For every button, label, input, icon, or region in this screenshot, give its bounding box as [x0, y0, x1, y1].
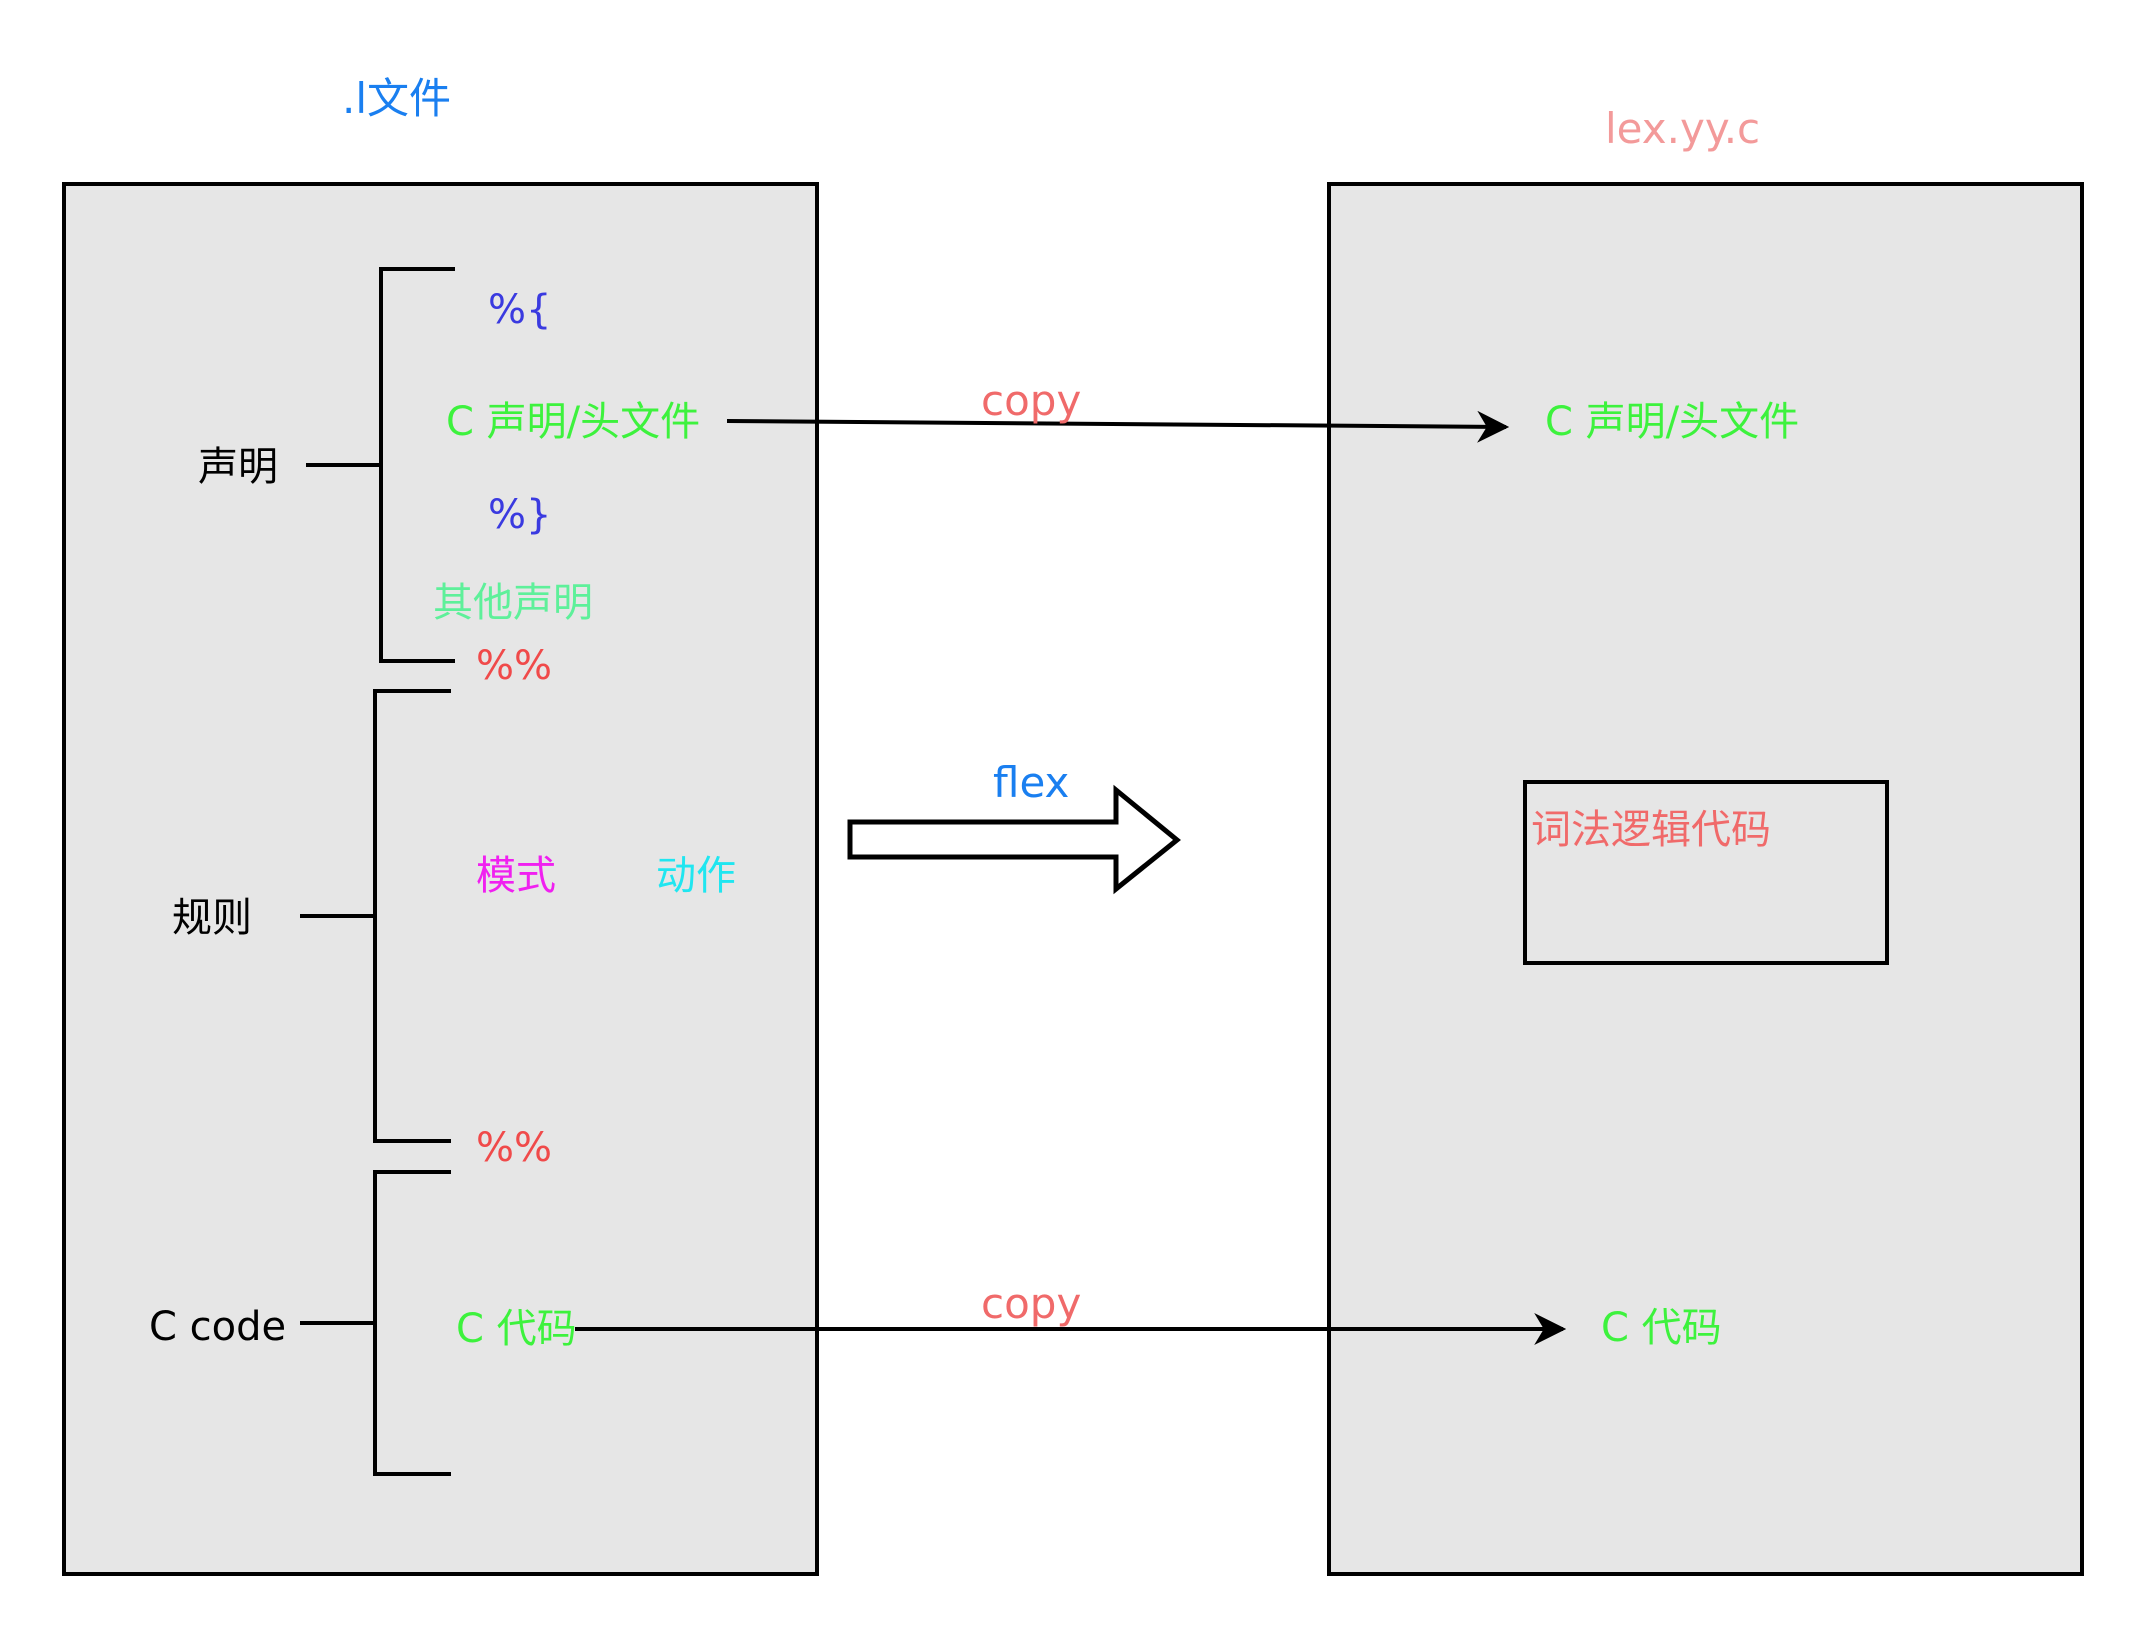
rules-bracket — [300, 689, 451, 1143]
copy-arrow-top — [726, 410, 1510, 443]
source-c-code-label: C 代码 — [456, 1306, 577, 1352]
source-file-title: .l文件 — [342, 74, 452, 123]
copy-bottom-label: copy — [981, 1279, 1082, 1328]
flex-label: flex — [993, 758, 1070, 807]
copy-top-label: copy — [981, 376, 1082, 425]
open-brace-label: %{ — [488, 287, 552, 333]
output-file-title: lex.yy.c — [1605, 104, 1761, 153]
rules-label: 规则 — [172, 895, 252, 941]
separator-1-label: %% — [476, 643, 553, 689]
declarations-bracket — [306, 267, 455, 663]
source-c-decl-label: C 声明/头文件 — [446, 399, 701, 445]
c-code-bracket — [300, 1170, 451, 1476]
c-code-label: C code — [149, 1304, 287, 1350]
separator-2-label: %% — [476, 1125, 553, 1171]
output-c-decl-label: C 声明/头文件 — [1545, 399, 1800, 445]
other-decl-label: 其他声明 — [433, 580, 593, 626]
output-file-panel — [1327, 182, 2084, 1576]
flex-arrow — [847, 784, 1181, 895]
action-label: 动作 — [656, 853, 736, 899]
declarations-label: 声明 — [198, 444, 278, 490]
output-c-code-label: C 代码 — [1601, 1305, 1722, 1351]
close-brace-label: %} — [488, 492, 552, 538]
lexer-logic-box — [1523, 780, 1889, 965]
source-file-panel — [62, 182, 819, 1576]
pattern-label: 模式 — [476, 853, 556, 899]
lexer-logic-label: 词法逻辑代码 — [1531, 807, 1771, 853]
